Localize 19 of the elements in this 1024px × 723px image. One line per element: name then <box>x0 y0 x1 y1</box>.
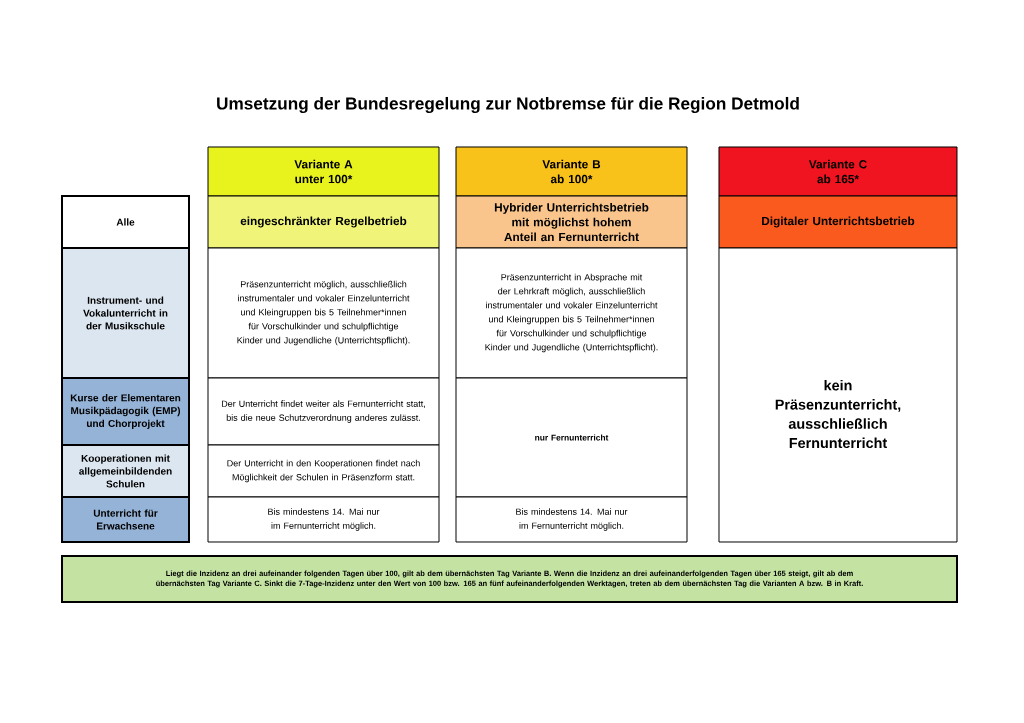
table-cell: Präsenzunterricht in Absprache mit der Lehrkraft möglich, ausschließlich instrumentaler und vokaler Einzelunterricht und Kleingruppen bis 5 Teilnehmer*innen für Vorschulkinder und schulpflichtige Kinder und Jugendliche (Unterrichtspflicht). <box>455 247 688 379</box>
table-cell: Der Unterricht in den Kooperationen findet nach Möglichkeit der Schulen in Präsenzform statt. <box>207 444 440 498</box>
table-cell: Bis mindestens 14. Mai nur im Fernunterricht möglich. <box>455 496 688 543</box>
row-header: Kooperationen mit allgemeinbildenden Schulen <box>61 444 190 498</box>
column-header: Variante C ab 165* <box>718 146 958 197</box>
title: Umsetzung der Bundesregelung zur Notbremse für die Region Detmold <box>217 96 799 114</box>
column-header: Digitaler Unterrichtsbetrieb <box>718 195 958 249</box>
column-header: eingeschränkter Regelbetrieb <box>207 195 440 249</box>
table-cell: Bis mindestens 14. Mai nur im Fernunterricht möglich. <box>207 496 440 543</box>
table-cell: kein Präsenzunterricht, ausschließlich Fernunterricht <box>718 247 958 543</box>
row-header: Unterricht für Erwachsene <box>61 496 190 543</box>
table-cell: Der Unterricht findet weiter als Fernunterricht statt, bis die neue Schutzverordnung anderes zulässt. <box>207 377 440 446</box>
column-header: Hybrider Unterrichtsbetrieb mit möglichst hohem Anteil an Fernunterricht <box>455 195 688 249</box>
row-header: Kurse der Elementaren Musikpädagogik (EMP) und Chorprojekt <box>61 377 190 446</box>
row-header: Alle <box>61 195 190 249</box>
table-cell: Präsenzunterricht möglich, ausschließlich instrumentaler und vokaler Einzelunterricht und Kleingruppen bis 5 Teilnehmer*innen für Vorschulkinder und schulpflichtige Kinder und Jugendliche (Unterrichtspflicht). <box>207 247 440 379</box>
column-header: Variante B ab 100* <box>455 146 688 197</box>
row-header: Instrument- und Vokalunterricht in der Musikschule <box>61 247 190 379</box>
column-header: Variante A unter 100* <box>207 146 440 197</box>
